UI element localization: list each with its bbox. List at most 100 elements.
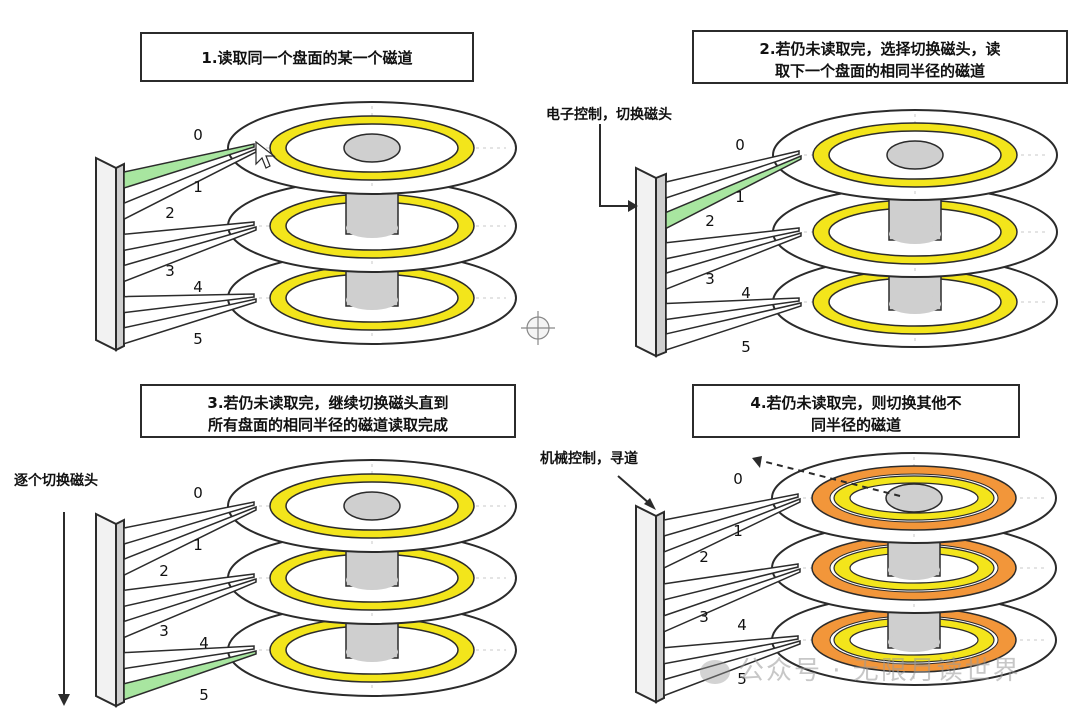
move-icon (521, 311, 555, 345)
pointer-shape (255, 140, 276, 169)
panel-2-callout: 电子控制，切换磁头 (546, 107, 672, 123)
arrowhead (628, 200, 638, 212)
head-arm-0 (123, 501, 255, 546)
spindle-hub (343, 133, 401, 163)
head-label-5: 5 (741, 338, 751, 356)
head-arm-0 (665, 150, 800, 200)
head-arm-5 (663, 640, 801, 697)
panel-1-caption-text: 1.读取同一个盘面的某一个磁道 (201, 49, 413, 67)
head-label-2: 2 (705, 212, 715, 230)
head-label-4: 4 (193, 278, 203, 296)
head-label-0: 0 (733, 470, 743, 488)
actuator-face (635, 504, 657, 704)
panel-4-caption: 4.若仍未读取完，则切换其他不 同半径的磁道 (692, 384, 1020, 438)
platter-1 (227, 157, 517, 273)
actuator-face (95, 512, 117, 708)
panel-4-caption-line1: 4.若仍未读取完，则切换其他不 (750, 394, 962, 412)
head-arm-4 (663, 635, 799, 665)
spindle-base (346, 570, 398, 590)
spindle-base (889, 294, 941, 314)
head-arm-5 (665, 302, 802, 351)
platter-2 (227, 235, 517, 345)
panel-3-caption: 3.若仍未读取完，继续切换磁头直到 所有盘面的相同半径的磁道读取完成 (140, 384, 516, 438)
head-arm-1 (663, 497, 801, 570)
seek-arrow (617, 456, 901, 510)
panel-2-caption-line2: 取下一个盘面的相同半径的磁道 (774, 62, 985, 80)
head-arm-3 (665, 231, 802, 291)
spindle-hub (886, 140, 944, 170)
panel-2-caption: 2.若仍未读取完，选择切换磁头，读 取下一个盘面的相同半径的磁道 (692, 30, 1068, 84)
head-arm-4 (123, 645, 255, 670)
panel-2-disk-diagram: 0 1 2 3 4 5 (599, 109, 1058, 358)
spindle-base (889, 224, 941, 244)
panel-3-caption-line1: 3.若仍未读取完，继续切换磁头直到 (207, 394, 449, 412)
head-arm-4 (665, 297, 800, 321)
head-label-3: 3 (705, 270, 715, 288)
head-arm-0 (123, 143, 255, 190)
head-label-2: 2 (699, 548, 709, 566)
head-arm-2 (123, 573, 255, 608)
arrow-line (617, 475, 651, 505)
platter-1 (771, 507, 1057, 614)
panel-3-callout: 逐个切换磁头 (14, 473, 98, 489)
elbow-arrow (599, 124, 638, 212)
platter-0 (772, 109, 1058, 201)
spindle-hub (885, 483, 943, 513)
head-arm-4 (123, 293, 255, 314)
platter-0 (227, 459, 517, 553)
panel-4-caption-line2: 同半径的磁道 (810, 416, 901, 434)
head-arm-3 (663, 567, 801, 633)
head-arm-3 (123, 577, 257, 639)
head-label-1: 1 (735, 188, 745, 206)
actuator-bar (635, 166, 667, 358)
head-label-1: 1 (193, 178, 203, 196)
head-label-1: 1 (193, 536, 203, 554)
head-label-2: 2 (165, 204, 175, 222)
actuator-face (635, 166, 657, 358)
head-arm-3 (123, 226, 257, 283)
seek-dashed-line (765, 461, 901, 497)
cursor-icon (255, 140, 276, 169)
actuator-face (95, 156, 117, 352)
head-label-5: 5 (737, 670, 747, 688)
head-arm-2 (665, 227, 800, 260)
actuator-side (655, 510, 665, 704)
platter-2 (227, 587, 517, 697)
head-label-4: 4 (741, 284, 751, 302)
panel-3-caption-line2: 所有盘面的相同半径的磁道读取完成 (207, 416, 448, 434)
spindle-base (346, 642, 398, 662)
actuator-bar (95, 156, 125, 352)
head-label-5: 5 (193, 330, 203, 348)
head-arm-1 (123, 505, 257, 577)
head-label-4: 4 (199, 634, 209, 652)
platter-0 (771, 452, 1057, 544)
actuator-side (115, 162, 125, 352)
head-label-3: 3 (159, 622, 169, 640)
head-label-2: 2 (159, 562, 169, 580)
spindle-hub (343, 491, 401, 521)
head-arm-2 (123, 221, 255, 252)
platter-2 (772, 241, 1058, 348)
platter-1 (772, 164, 1058, 278)
head-label-0: 0 (193, 126, 203, 144)
spindle-base (346, 218, 398, 238)
panel-2: 2.若仍未读取完，选择切换磁头，读 取下一个盘面的相同半径的磁道 电子控制，切换… (540, 0, 1080, 358)
actuator-side (655, 172, 667, 358)
head-label-3: 3 (165, 262, 175, 280)
head-arm-5 (123, 298, 257, 345)
arrowhead (58, 694, 70, 706)
panel-2-caption-line1: 2.若仍未读取完，选择切换磁头，读 (759, 40, 1001, 58)
panel-1-disk-diagram: 0 12 34 5 (95, 101, 555, 352)
spindle-base (888, 560, 940, 580)
seek-arrowhead (752, 456, 762, 468)
head-label-5: 5 (199, 686, 209, 704)
platter-0 (227, 101, 517, 195)
panel-1-caption: 1.读取同一个盘面的某一个磁道 (140, 32, 474, 82)
panel-4-callout: 机械控制，寻道 (540, 451, 638, 467)
down-arrow (58, 512, 70, 706)
head-label-4: 4 (737, 616, 747, 634)
head-label-0: 0 (735, 136, 745, 154)
